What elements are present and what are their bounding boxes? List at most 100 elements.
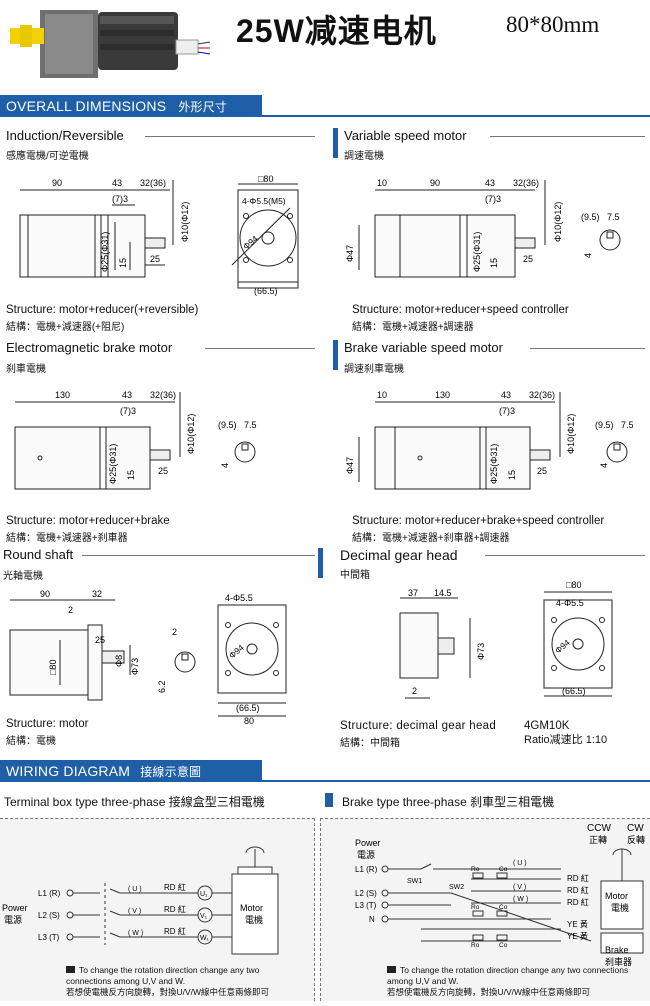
wiring-right-u: ( U )	[513, 860, 527, 867]
dim-7-3: (7)3	[499, 406, 515, 416]
decimal-model: 4GM10K	[524, 720, 570, 732]
wiring-right-motor-cn: 電機	[611, 902, 629, 913]
variable-title: Variable speed motor	[344, 128, 467, 143]
wiring-right-ro2: Ro	[471, 904, 480, 911]
variable-mark	[333, 128, 338, 158]
wiring-left-u1: U₁	[200, 891, 208, 898]
wiring-right-motor: Motor	[605, 891, 628, 901]
brake-title: Electromagnetic brake motor	[6, 340, 173, 355]
variable-structure: Structure: motor+reducer+speed controlle…	[352, 304, 569, 316]
wiring-right-rd3: RD 紅	[567, 897, 589, 907]
induction-structure: Structure: motor+reducer(+reversible)	[6, 304, 199, 316]
wiring-right-title: Brake type three-phase 刹車型三相電機	[342, 795, 555, 809]
page-size: 80*80mm	[506, 12, 600, 37]
wiring-left-note: To change the rotation direction change …	[66, 965, 296, 998]
section-wiring: WIRING DIAGRAM 接線示意圖	[0, 760, 262, 782]
dim-10-12: Φ10(Φ12)	[180, 202, 190, 242]
wiring-right-l2: L2 (S)	[355, 889, 377, 898]
induction-drawing: 90 43 32(36) (7)3 Φ10(Φ12) Φ25(Φ31) 15 2…	[19, 174, 299, 296]
dim-25-31: Φ25(Φ31)	[472, 232, 482, 272]
dim-9-5: (9.5)	[218, 420, 237, 430]
dim-15: 15	[126, 470, 136, 480]
decimal-ratio: Ratio减速比 1:10	[524, 734, 608, 746]
decimal-mark	[318, 548, 323, 578]
wiring-right-co2: Co	[499, 904, 508, 911]
dim-6-2: 6.2	[157, 680, 167, 693]
wiring-right-rd2: RD 紅	[567, 885, 589, 895]
brake-structure-cn: 結構：電機+減速器+刹車器	[6, 533, 128, 544]
variable-rule	[490, 136, 645, 137]
section-wiring-label: WIRING DIAGRAM	[6, 763, 131, 779]
wiring-right-panel: Power 電源 L1 (R) L2 (S) L3 (T) N SW1 SW2 …	[320, 818, 650, 1001]
dim-15: 15	[489, 258, 499, 268]
wiring-left-motor: Motor	[240, 903, 263, 913]
wiring-right-power-cn: 電源	[357, 850, 375, 860]
dim-43: 43	[122, 390, 132, 400]
wiring-left-w1: W₁	[200, 935, 210, 942]
induction-title: Induction/Reversible	[6, 128, 124, 143]
dim-4-m5: 4-Φ5.5(M5)	[242, 196, 286, 206]
dim-4-5-5: 4-Φ5.5	[556, 598, 584, 608]
wiring-right-note-cn: 若想使電機反方向旋轉，對換U/V/W線中任意兩條即可	[387, 987, 591, 997]
wiring-right-svg: Power 電源 L1 (R) L2 (S) L3 (T) N SW1 SW2 …	[355, 823, 645, 967]
dim-32-36: 32(36)	[529, 390, 555, 400]
wiring-right-brake: Brake	[605, 945, 629, 955]
dim-25: 25	[150, 254, 160, 264]
wiring-right-v: ( V )	[513, 884, 526, 891]
wiring-right-cw: CW	[627, 823, 644, 834]
decimal-title: Decimal gear head	[340, 547, 458, 563]
dim-15: 15	[118, 258, 128, 268]
brake-variable-rule	[530, 348, 645, 349]
wiring-left-l1: L1 (R)	[38, 889, 61, 898]
wiring-right-co3: Co	[499, 942, 508, 949]
dim-7-5: 7.5	[607, 212, 620, 222]
brake-structure: Structure: motor+reducer+brake	[6, 515, 170, 527]
dim-90: 90	[430, 178, 440, 188]
wiring-left-title: Terminal box type three-phase 接線盒型三相電機	[4, 795, 265, 809]
wiring-right-cw-cn: 反轉	[627, 834, 645, 845]
dim-25-31: Φ25(Φ31)	[100, 232, 110, 272]
brake-rule	[205, 348, 315, 349]
induction-cn: 感應電機/可逆電機	[6, 151, 89, 162]
dim-4: 4	[220, 463, 230, 468]
wiring-right-l1: L1 (R)	[355, 865, 378, 874]
brake-variable-drawing: 10 130 43 32(36) (7)3 Φ10(Φ12) Φ47 Φ25(Φ…	[345, 390, 634, 490]
wiring-right-power: Power	[355, 838, 381, 848]
wiring-left-svg: L1 (R) L2 (S) L3 (T) Power 電源 ( U ) ( V …	[2, 846, 279, 955]
round-title: Round shaft	[3, 547, 74, 562]
note-bullet-icon	[66, 966, 75, 973]
wiring-right-brake-cn: 刹車器	[605, 956, 632, 967]
dim-2: 2	[412, 686, 417, 696]
wiring-right-l3: L3 (T)	[355, 901, 377, 910]
dim-32-36: 32(36)	[140, 178, 166, 188]
dim-66: (66.5)	[254, 286, 278, 296]
wiring-left-l3: L3 (T)	[38, 933, 60, 942]
brake-variable-structure-cn: 結構：電機+減速器+刹車器+調速器	[352, 533, 510, 544]
dim-47: Φ47	[345, 245, 355, 262]
dim-25: 25	[523, 254, 533, 264]
round-cn: 光軸電機	[3, 571, 43, 582]
induction-rule	[145, 136, 315, 137]
dim-43: 43	[112, 178, 122, 188]
section-dimensions-line	[262, 115, 650, 117]
dim-25: 25	[537, 466, 547, 476]
round-drawing: 90 32 2 25 □80 Φ8 Φ73 2 6.2 4-Φ5.5 Φ94 (…	[9, 589, 287, 725]
dim-9-5: (9.5)	[595, 420, 614, 430]
decimal-cn: 中間箱	[340, 570, 370, 581]
round-structure: Structure: motor	[6, 718, 89, 730]
section-wiring-line	[262, 780, 650, 782]
wiring-left-rd1: RD 紅	[164, 882, 186, 892]
section-dimensions-cn: 外形尺寸	[178, 100, 228, 114]
dim-2: 2	[68, 605, 73, 615]
section-dimensions-label: OVERALL DIMENSIONS	[6, 98, 167, 114]
brake-variable-mark	[333, 340, 338, 370]
page-title: 25W减速电机	[236, 13, 437, 49]
dim-7-5: 7.5	[621, 420, 634, 430]
dim-4: 4	[599, 463, 609, 468]
wiring-left-rd3: RD 紅	[164, 926, 186, 936]
note-bullet-icon	[387, 966, 396, 973]
dim-7-3: (7)3	[120, 406, 136, 416]
variable-cn: 調速電機	[344, 151, 384, 162]
wiring-right-n: N	[369, 915, 375, 924]
dim-25: 25	[158, 466, 168, 476]
